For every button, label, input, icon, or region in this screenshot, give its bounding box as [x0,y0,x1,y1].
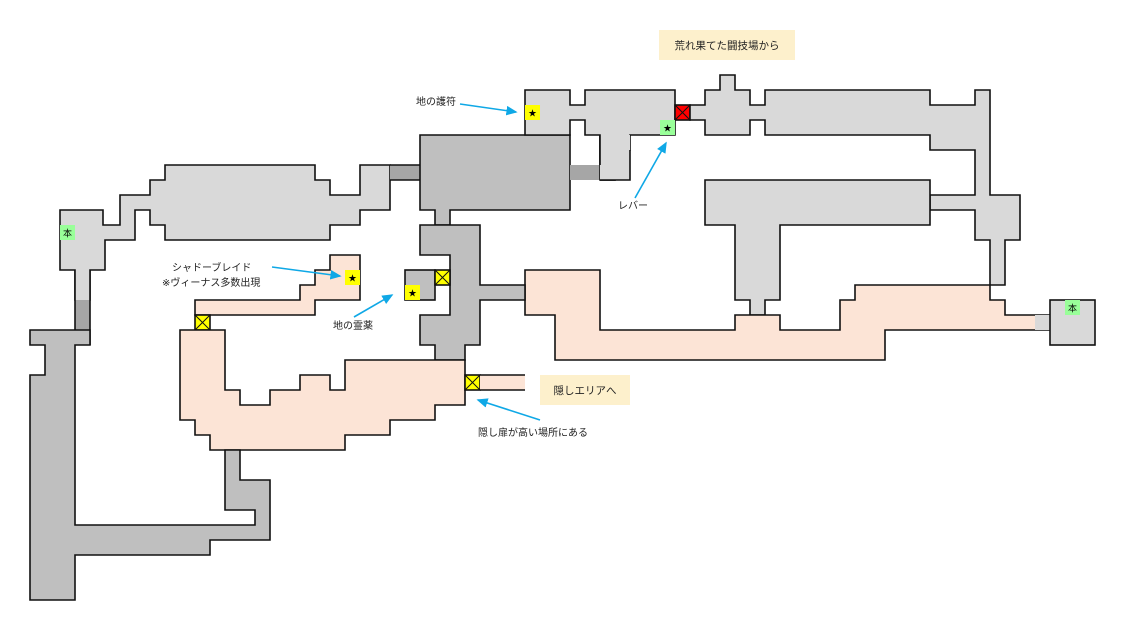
room-upper-cross [689,74,1021,286]
star-icon-shadow-blade: ★ [348,274,357,285]
label-earth-elixir: 地の霊薬 [333,321,373,332]
corridor-hidden [480,375,525,390]
room-east-pink [524,269,1051,361]
arrow-elixir [353,294,394,318]
room-shadow-blade [194,254,361,316]
star-icon-talisman: ★ [528,109,537,120]
room-center-dark [419,134,571,226]
label-venus-note: ※ヴィーナス多数出現 [162,278,261,289]
stairs-center-right [570,165,600,180]
label-lever: レバー [618,201,648,212]
stairs-center-left [390,165,420,180]
item-markers: ★ ★ ★ ★ 本 本 [60,105,1080,315]
corridor-southwest [29,329,271,601]
label-hidden-door: 隠し扉が高い場所にある [478,428,588,439]
note-from-arena: 荒れ果てた闘技場から [659,30,795,60]
book-icon-east: 本 [1068,303,1077,315]
star-icon-elixir: ★ [408,289,417,300]
note-to-hidden-area: 隠しエリアへ [540,375,630,405]
arrow-shadow-blade [271,266,342,280]
label-earth-talisman: 地の護符 [416,97,456,108]
label-shadow-blade: シャドーブレイド [172,263,252,274]
room-south-pink [179,329,466,451]
room-lever-lower [600,135,630,180]
arrow-hidden-door [476,398,541,421]
arrow-lever [634,141,667,199]
arrow-talisman [459,103,518,116]
room-west-hall [59,164,391,301]
stairs-west [75,300,90,330]
book-icon-west: 本 [63,228,72,240]
star-icon-lever: ★ [663,124,672,135]
